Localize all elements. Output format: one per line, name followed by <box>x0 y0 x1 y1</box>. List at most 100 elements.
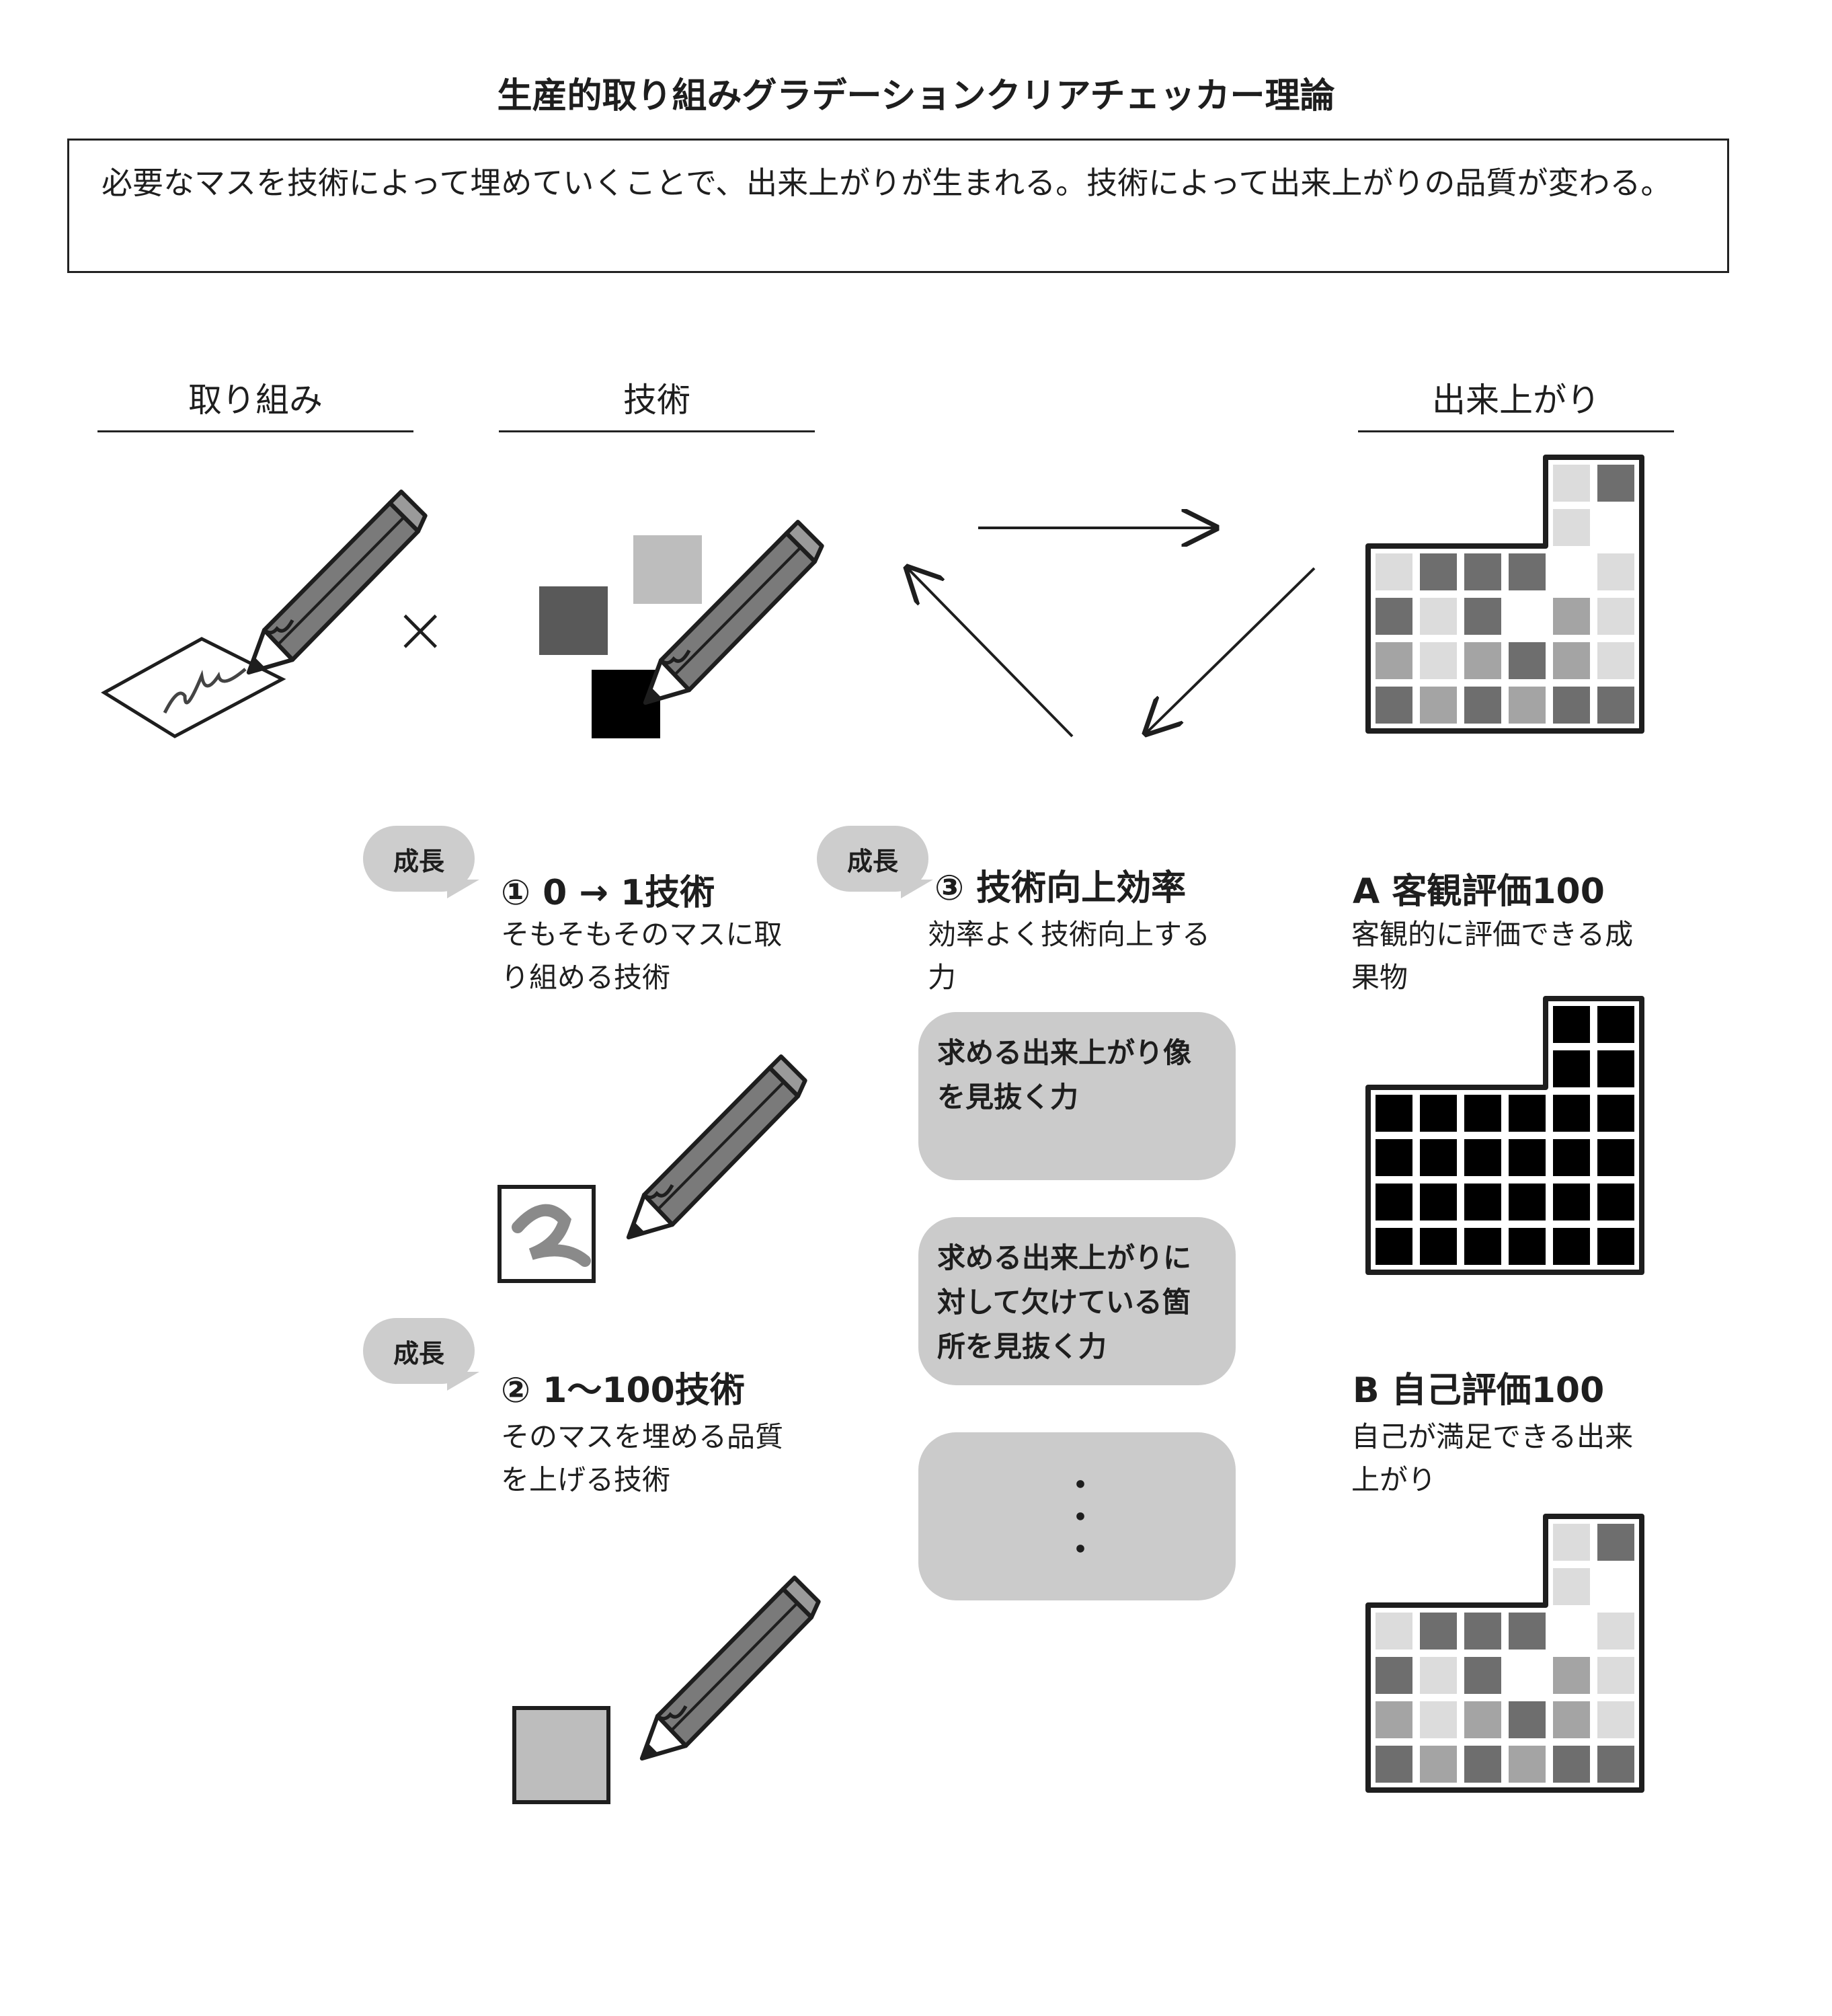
grid-cell <box>1597 687 1634 724</box>
grid-cell <box>1553 642 1590 679</box>
grid-cell <box>1509 598 1546 635</box>
grid-cell <box>1553 1139 1590 1176</box>
times-symbol: × <box>393 592 448 667</box>
grid-cell <box>1509 1095 1546 1132</box>
card-ellipsis: ・・・ <box>1058 1468 1096 1565</box>
column-header-skill: 技術 <box>623 381 690 420</box>
growth-label: 成長 <box>393 846 444 876</box>
grid-cell <box>1420 1184 1457 1220</box>
grid-cell <box>1597 1139 1634 1176</box>
grid-cell <box>1464 1228 1501 1265</box>
bubble-tail <box>901 880 933 898</box>
grid-cell <box>1509 1139 1546 1176</box>
skill-card: 求める出来上がり像を見抜く力 <box>918 1012 1236 1180</box>
grid-cell <box>1553 1228 1590 1265</box>
grid-cell <box>1420 553 1457 590</box>
grid-cell <box>1464 1095 1501 1132</box>
grid-cell <box>1464 642 1501 679</box>
grid-cell <box>1464 1184 1501 1220</box>
step-3-heading: ③ 技術向上効率 <box>934 868 1187 908</box>
grid-cell <box>1597 1613 1634 1650</box>
grid-cell <box>1597 1095 1634 1132</box>
grid-cell <box>1420 1657 1457 1694</box>
grid-cell <box>1420 598 1457 635</box>
grid-cell <box>1553 1657 1590 1694</box>
grid-cell <box>1597 465 1634 502</box>
column-header-effort: 取り組み <box>188 381 323 420</box>
grid-cell <box>1464 1139 1501 1176</box>
arrow-up-left-icon <box>908 568 1074 738</box>
grid-cell <box>1553 1006 1590 1043</box>
grid-cell <box>1376 1228 1412 1265</box>
grid-cell <box>1553 1613 1590 1650</box>
grid-cell <box>1553 1524 1590 1561</box>
grid-cell <box>1420 1095 1457 1132</box>
grid-cell <box>1420 687 1457 724</box>
grid-cell <box>1553 598 1590 635</box>
grid-cell <box>1597 598 1634 635</box>
grid-cell <box>1553 1746 1590 1783</box>
intro-text: 必要なマスを技術によって埋めていくことで、出来上がりが生まれる。技術によって出来… <box>102 165 1672 201</box>
result-grid <box>1365 455 1644 734</box>
step-1-heading: ① 0 → 1技術 <box>501 873 715 913</box>
grid-cell <box>1376 1184 1412 1220</box>
light-square-icon <box>633 535 702 604</box>
eval-a-heading: A 客観評価100 <box>1353 871 1605 912</box>
black-square-icon <box>592 670 660 738</box>
grid-cell <box>1420 1228 1457 1265</box>
grid-cell <box>1553 1701 1590 1738</box>
eval-b-desc: 自己が満足できる出来上がり <box>1351 1420 1634 1496</box>
grid-cell <box>1597 1657 1634 1694</box>
grid-cell <box>1420 1746 1457 1783</box>
pencil-icon <box>629 1056 805 1237</box>
grid-cell <box>1597 1568 1634 1605</box>
grid-cell <box>1509 1657 1546 1694</box>
header-rule <box>1358 430 1674 432</box>
grid-cell <box>1509 1184 1546 1220</box>
grid-cell <box>1464 1613 1501 1650</box>
column-header-result: 出来上がり <box>1432 381 1600 420</box>
step-2-heading: ② 1〜100技術 <box>501 1370 745 1411</box>
grid-cell <box>1464 1657 1501 1694</box>
grid-cell <box>1597 509 1634 546</box>
grid-cell <box>1464 1701 1501 1738</box>
card-text: 求める出来上がり像を見抜く力 <box>937 1036 1192 1114</box>
grid-cell <box>1376 1613 1412 1650</box>
grid-cell <box>1553 1568 1590 1605</box>
card-text: 求める出来上がりに対して欠けている箇所を見抜く力 <box>937 1241 1192 1363</box>
scribble-square-icon <box>497 1185 596 1283</box>
grid-cell <box>1464 687 1501 724</box>
self-grid <box>1365 1514 1644 1793</box>
header-rule <box>97 430 413 432</box>
intro-box: 必要なマスを技術によって埋めていくことで、出来上がりが生まれる。技術によって出来… <box>67 139 1729 273</box>
grid-cell <box>1376 642 1412 679</box>
grid-cell <box>1553 509 1590 546</box>
grid-cell <box>1597 1184 1634 1220</box>
grid-cell <box>1420 1613 1457 1650</box>
grid-cell <box>1376 1095 1412 1132</box>
eval-b-heading: B 自己評価100 <box>1353 1370 1605 1411</box>
growth-label: 成長 <box>393 1338 444 1368</box>
grid-cell <box>1597 553 1634 590</box>
grid-cell <box>1509 1613 1546 1650</box>
grid-cell <box>1420 1139 1457 1176</box>
grid-cell <box>1464 1746 1501 1783</box>
growth-bubble: 成長 <box>363 826 475 892</box>
grid-cell <box>1376 1701 1412 1738</box>
grid-cell <box>1509 1228 1546 1265</box>
grid-cell <box>1553 687 1590 724</box>
page-title: 生産的取り組みグラデーションクリアチェッカー理論 <box>497 76 1335 116</box>
eval-a-desc: 客観的に評価できる成果物 <box>1351 918 1634 994</box>
pencil-icon <box>249 492 426 672</box>
grid-cell <box>1597 1006 1634 1043</box>
skill-card: 求める出来上がりに対して欠けている箇所を見抜く力 <box>918 1217 1236 1385</box>
grid-cell <box>1553 1050 1590 1087</box>
grid-cell <box>1464 598 1501 635</box>
grid-cell <box>1597 1228 1634 1265</box>
pencil-icon <box>642 1578 819 1758</box>
grid-cell <box>1420 642 1457 679</box>
bubble-tail <box>447 1372 479 1391</box>
grid-cell <box>1509 1701 1546 1738</box>
bubble-tail <box>447 880 479 898</box>
